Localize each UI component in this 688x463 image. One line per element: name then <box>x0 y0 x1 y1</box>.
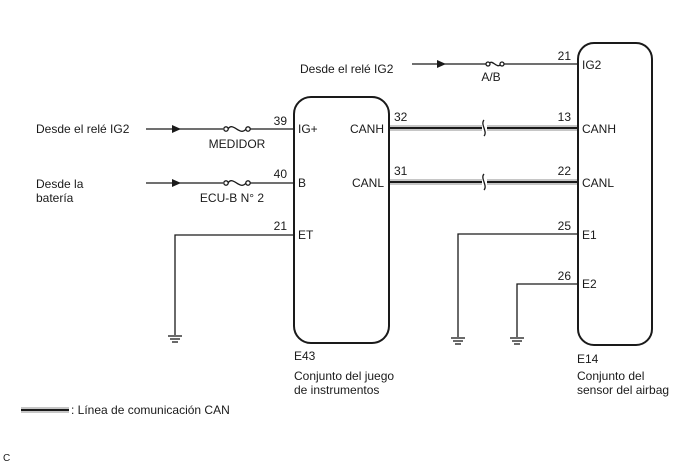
e43-ground-wire <box>174 234 294 335</box>
e14-pin-canl-label: CANL <box>582 176 614 190</box>
e14-connector-code: E14 <box>577 352 599 366</box>
e14-name-line2: sensor del airbag <box>577 383 669 397</box>
fuse-meter-label: MEDIDOR <box>209 137 266 151</box>
figure-code: C <box>3 453 10 463</box>
ground-icon <box>451 337 465 345</box>
e14-e2-ground-wire <box>516 283 578 337</box>
arrow-icon <box>172 179 181 187</box>
e14-pin-canh-label: CANH <box>582 122 616 136</box>
fuse-icon-airbag <box>485 61 505 67</box>
battery-source-label-line1: Desde la <box>36 177 84 191</box>
e14-e1-ground-wire <box>457 233 578 337</box>
e14-pin-ig2-number: 21 <box>558 49 572 63</box>
can-line-legend-icon <box>21 407 69 413</box>
can-high-line <box>389 119 578 137</box>
ground-icon <box>168 335 182 343</box>
e43-pin-canl-number: 31 <box>394 164 408 178</box>
fuse-icon-meter <box>223 126 251 132</box>
e14-name-line1: Conjunto del <box>577 369 644 383</box>
e43-pin-et-label: ET <box>298 228 314 242</box>
e43-name-line1: Conjunto del juego <box>294 369 394 383</box>
can-line-legend-label: : Línea de comunicación CAN <box>71 403 230 417</box>
e14-airbag-sensor-box <box>577 42 653 346</box>
fuse-ecu-b-label: ECU-B N° 2 <box>200 191 264 205</box>
e43-pin-b-label: B <box>298 176 306 190</box>
fuse-icon-ecu-b <box>223 180 251 186</box>
fuse-airbag-label: A/B <box>481 70 500 84</box>
ig2-meter-source-label: Desde el relé IG2 <box>36 122 130 136</box>
e43-pin-canh-number: 32 <box>394 110 408 124</box>
e14-pin-e2-number: 26 <box>558 269 572 283</box>
ground-icon <box>510 337 524 345</box>
arrow-icon <box>172 125 181 133</box>
e43-instrument-cluster-box <box>293 96 390 344</box>
e14-pin-e1-number: 25 <box>558 219 572 233</box>
e43-pin-ig-plus-number: 39 <box>274 114 288 128</box>
ig2-airbag-source-label: Desde el relé IG2 <box>300 62 394 76</box>
arrow-icon <box>437 60 446 68</box>
e14-pin-e2-label: E2 <box>582 277 597 291</box>
e14-pin-e1-label: E1 <box>582 228 597 242</box>
e43-name-line2: de instrumentos <box>294 383 379 397</box>
e43-pin-et-number: 21 <box>274 219 288 233</box>
e43-pin-canh-label: CANH <box>350 122 384 136</box>
e43-connector-code: E43 <box>294 349 316 363</box>
can-low-line <box>389 173 578 191</box>
e14-pin-ig2-label: IG2 <box>582 58 602 72</box>
e14-pin-canh-number: 13 <box>558 110 572 124</box>
e43-pin-b-number: 40 <box>274 167 288 181</box>
e43-pin-ig-plus-label: IG+ <box>298 122 318 136</box>
battery-source-label-line2: batería <box>36 191 74 205</box>
e43-pin-canl-label: CANL <box>352 176 384 190</box>
e14-pin-canl-number: 22 <box>558 164 572 178</box>
